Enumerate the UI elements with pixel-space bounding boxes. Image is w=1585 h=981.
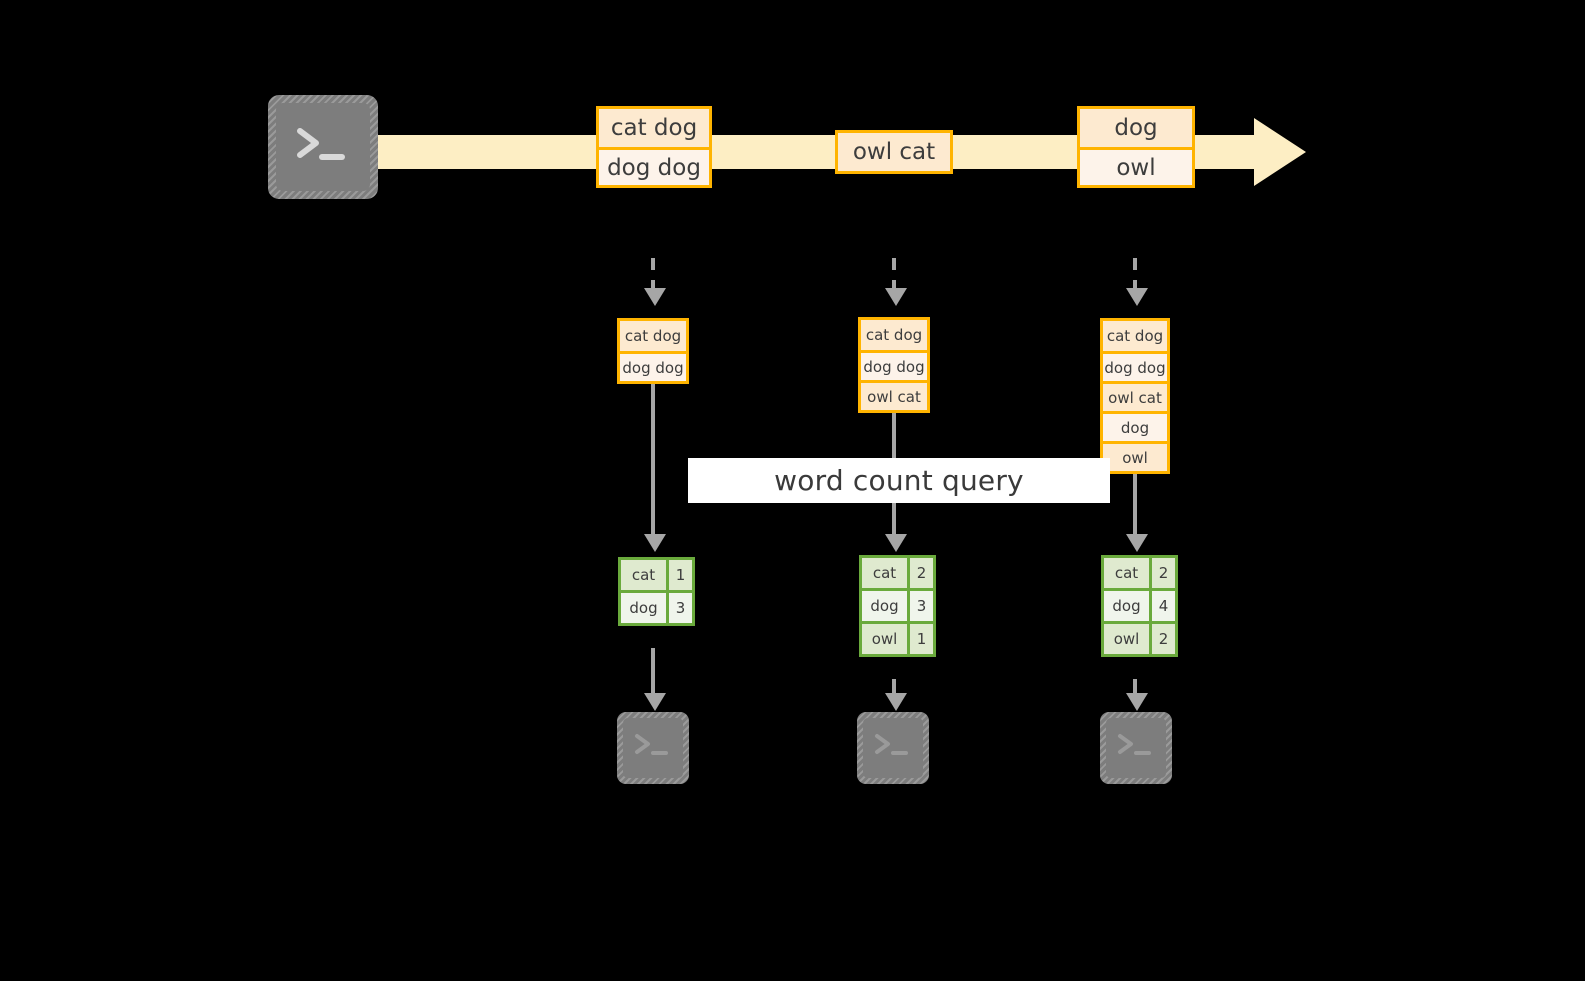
snapshot-1-result-table: cat 1 dog 3 xyxy=(618,557,695,626)
result-row: dog 3 xyxy=(862,588,933,621)
input-row: owl cat xyxy=(861,380,927,410)
stream-record-group-1: cat dog dog dog xyxy=(596,106,712,188)
stream-record-group-3: dog owl xyxy=(1077,106,1195,188)
snapshot-2-sink-terminal-icon xyxy=(857,712,929,784)
stream-record-line: cat dog xyxy=(599,109,709,147)
result-count: 4 xyxy=(1149,591,1175,621)
result-word: dog xyxy=(1104,591,1149,621)
snapshot-2-sink-arrow-head-icon xyxy=(885,693,907,711)
snapshot-3-result-table: cat 2 dog 4 owl 2 xyxy=(1101,555,1178,657)
snapshot-2-dashed-connector xyxy=(892,258,896,288)
input-row: owl xyxy=(1103,441,1167,471)
snapshot-3-dashed-arrow-head-icon xyxy=(1126,288,1148,306)
result-word: owl xyxy=(862,624,907,654)
snapshot-1-query-arrow-head-icon xyxy=(644,534,666,552)
result-word: cat xyxy=(862,558,907,588)
source-terminal-icon xyxy=(268,95,378,199)
result-row: owl 1 xyxy=(862,621,933,654)
result-count: 2 xyxy=(1149,558,1175,588)
snapshot-3-query-arrow-head-icon xyxy=(1126,534,1148,552)
snapshot-2-query-arrow-head-icon xyxy=(885,534,907,552)
result-row: cat 1 xyxy=(621,560,692,590)
snapshot-3-query-connector xyxy=(1133,474,1137,539)
input-row: dog xyxy=(1103,411,1167,441)
snapshot-1-dashed-connector xyxy=(651,258,655,288)
input-row: cat dog xyxy=(861,320,927,350)
stream-record-line: dog dog xyxy=(599,147,709,185)
stream-record-group-2: owl cat xyxy=(835,130,953,174)
stream-record-line: owl xyxy=(1080,147,1192,185)
snapshot-1-sink-connector xyxy=(651,648,655,696)
result-word: dog xyxy=(621,593,666,623)
snapshot-1-sink-terminal-icon xyxy=(617,712,689,784)
stream-record-line: dog xyxy=(1080,109,1192,147)
result-row: owl 2 xyxy=(1104,621,1175,654)
snapshot-2-dashed-arrow-head-icon xyxy=(885,288,907,306)
result-row: dog 4 xyxy=(1104,588,1175,621)
snapshot-1-sink-arrow-head-icon xyxy=(644,693,666,711)
result-row: cat 2 xyxy=(1104,558,1175,588)
snapshot-1-dashed-arrow-head-icon xyxy=(644,288,666,306)
snapshot-1-input-table: cat dog dog dog xyxy=(617,318,689,384)
snapshot-3-input-table: cat dog dog dog owl cat dog owl xyxy=(1100,318,1170,474)
result-count: 3 xyxy=(907,591,933,621)
terminal-prompt-icon xyxy=(875,734,908,755)
result-count: 1 xyxy=(907,624,933,654)
snapshot-3-dashed-connector xyxy=(1133,258,1137,288)
terminal-prompt-icon xyxy=(635,734,668,755)
terminal-prompt-icon xyxy=(297,128,345,160)
snapshot-2-sink-connector xyxy=(892,679,896,697)
result-count: 3 xyxy=(666,593,692,623)
result-word: cat xyxy=(621,560,666,590)
input-row: owl cat xyxy=(1103,381,1167,411)
stream-record-line: owl cat xyxy=(838,133,950,171)
result-row: cat 2 xyxy=(862,558,933,588)
result-count: 1 xyxy=(666,560,692,590)
snapshot-3-sink-terminal-icon xyxy=(1100,712,1172,784)
snapshot-3-sink-connector xyxy=(1133,679,1137,697)
snapshot-3-sink-arrow-head-icon xyxy=(1126,693,1148,711)
snapshot-1-query-connector xyxy=(651,384,655,539)
result-count: 2 xyxy=(907,558,933,588)
input-row: dog dog xyxy=(1103,351,1167,381)
stream-arrow-head-icon xyxy=(1254,118,1306,186)
input-row: dog dog xyxy=(861,350,927,380)
terminal-prompt-icon xyxy=(1118,734,1151,755)
result-count: 2 xyxy=(1149,624,1175,654)
query-label-band: word count query xyxy=(688,458,1110,503)
result-word: owl xyxy=(1104,624,1149,654)
result-word: dog xyxy=(862,591,907,621)
input-row: cat dog xyxy=(620,321,686,351)
result-word: cat xyxy=(1104,558,1149,588)
input-row: dog dog xyxy=(620,351,686,381)
input-row: cat dog xyxy=(1103,321,1167,351)
snapshot-2-input-table: cat dog dog dog owl cat xyxy=(858,317,930,413)
snapshot-2-result-table: cat 2 dog 3 owl 1 xyxy=(859,555,936,657)
query-label: word count query xyxy=(774,464,1024,497)
result-row: dog 3 xyxy=(621,590,692,623)
